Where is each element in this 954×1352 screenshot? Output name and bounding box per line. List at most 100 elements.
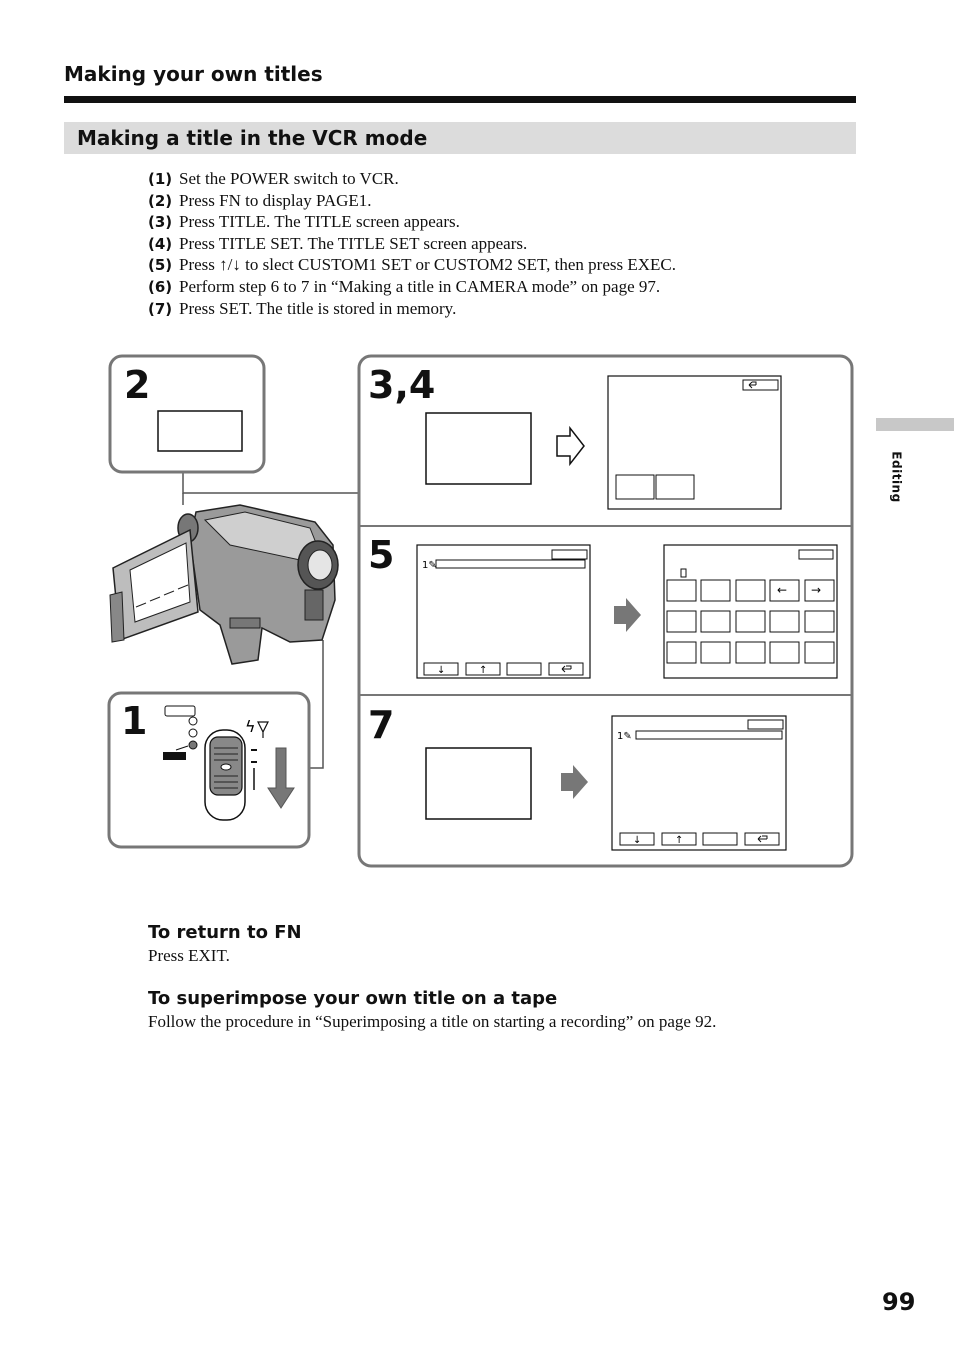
step-text: Set the POWER switch to VCR. xyxy=(179,169,399,188)
up-arrow-icon: ↑ xyxy=(479,665,487,676)
subsection-band xyxy=(64,122,856,154)
panel-label-2: 2 xyxy=(124,363,150,407)
set-button xyxy=(506,662,542,676)
step-item: (4) Press TITLE SET. The TITLE SET screen… xyxy=(148,233,676,255)
title-pen-icon: 1✎ xyxy=(617,731,632,742)
filled-arrow-icon xyxy=(561,765,588,799)
power-label-box xyxy=(164,705,196,717)
exec-button xyxy=(747,719,784,730)
step-list: (1) Set the POWER switch to VCR. (2) Press… xyxy=(148,168,676,319)
char-key xyxy=(700,610,731,633)
up-arrow-icon: ↑ xyxy=(675,835,683,846)
char-key xyxy=(666,610,697,633)
return-icon xyxy=(561,665,572,673)
up-button xyxy=(661,832,697,846)
step-text: Press TITLE SET. The TITLE SET screen ap… xyxy=(179,233,528,253)
lcd-screen-blank xyxy=(425,747,532,820)
char-key xyxy=(700,641,731,664)
title-rule xyxy=(64,96,856,103)
cursor-right-key xyxy=(804,579,835,602)
step-text: Press FN to display PAGE1. xyxy=(179,190,372,210)
return-button xyxy=(548,662,584,676)
custom2-button xyxy=(655,474,695,500)
step-item: (5)Press ↑/↓ to slect CUSTOM1 SET or CUS… xyxy=(148,254,676,276)
down-button xyxy=(423,662,459,676)
custom1-button xyxy=(615,474,655,500)
step-item: (3) Press TITLE. The TITLE screen appears… xyxy=(148,211,676,233)
step-number: (4) xyxy=(148,234,173,253)
memory-icon xyxy=(257,721,269,738)
set-button xyxy=(702,832,738,846)
title-input-bar xyxy=(635,730,783,740)
panel-step-2: 2 xyxy=(108,354,266,474)
connector-lines xyxy=(182,472,359,769)
left-arrow-icon: ← xyxy=(777,583,787,597)
step-item: (1) Set the POWER switch to VCR. xyxy=(148,168,676,190)
char-key xyxy=(769,610,800,633)
character-select-screen xyxy=(663,544,838,679)
side-tab-label: Editing xyxy=(889,451,904,503)
step-number: (5) xyxy=(148,256,173,275)
page-number: 99 xyxy=(882,1288,916,1316)
return-button xyxy=(744,832,780,846)
subsection-title: Making a title in the VCR mode xyxy=(77,126,428,150)
step-item: (7) Press SET. The title is stored in mem… xyxy=(148,298,676,320)
step-number: (2) xyxy=(148,191,173,210)
power-switch-knob xyxy=(209,736,243,796)
title-edit-screen xyxy=(416,544,591,679)
step-text: to slect CUSTOM1 SET or CUSTOM2 SET, the… xyxy=(240,255,676,275)
step-text: Press SET. The title is stored in memory… xyxy=(179,298,457,318)
vcr-indicator xyxy=(163,752,186,760)
char-key xyxy=(735,579,766,602)
character-grid xyxy=(666,579,835,664)
char-key xyxy=(735,610,766,633)
step-text: Press xyxy=(179,255,220,275)
down-button xyxy=(619,832,655,846)
step-text: Press TITLE. The TITLE screen appears. xyxy=(179,212,460,232)
power-switch-body xyxy=(204,729,246,821)
step-text: Perform step 6 to 7 in “Making a title i… xyxy=(179,276,661,296)
title-edit-screen xyxy=(611,715,787,851)
return-button xyxy=(742,379,779,391)
step-number: (3) xyxy=(148,213,173,232)
step-item: (6) Perform step 6 to 7 in “Making a titl… xyxy=(148,276,676,298)
char-key xyxy=(804,610,835,633)
char-key xyxy=(769,641,800,664)
panel-label-3-4: 3,4 xyxy=(368,363,435,407)
panel-label-7: 7 xyxy=(368,703,394,747)
right-arrow-icon: → xyxy=(811,583,821,597)
char-key xyxy=(700,579,731,602)
down-arrow-icon: ↓ xyxy=(633,835,641,846)
exec-button xyxy=(798,549,834,560)
char-key xyxy=(666,641,697,664)
step-number: (7) xyxy=(148,299,173,318)
char-key xyxy=(804,641,835,664)
panel-label-5: 5 xyxy=(368,533,394,577)
step-number: (1) xyxy=(148,170,173,188)
section-title: Making your own titles xyxy=(64,62,323,86)
return-icon xyxy=(757,835,768,843)
title-set-screen xyxy=(607,375,782,510)
return-to-fn-body: Press EXIT. xyxy=(148,946,230,965)
filled-arrow-icon xyxy=(614,598,641,632)
cursor-marker xyxy=(680,568,687,578)
cursor-left-key xyxy=(769,579,800,602)
title-input-bar xyxy=(435,559,586,569)
title-pen-icon: 1✎ xyxy=(422,560,437,571)
camcorder-illustration xyxy=(109,504,339,665)
char-key xyxy=(735,641,766,664)
step-number: (6) xyxy=(148,277,173,296)
lightning-icon: ϟ xyxy=(245,717,256,736)
outline-arrow-icon xyxy=(556,425,585,467)
step-item: (2) Press FN to display PAGE1. xyxy=(148,190,676,212)
side-tab-marker xyxy=(876,418,954,431)
exec-button xyxy=(551,549,588,560)
return-to-fn-heading: To return to FN xyxy=(148,922,302,943)
up-button xyxy=(465,662,501,676)
return-icon xyxy=(748,381,757,389)
panel-steps-3-to-7: 3,4 5 1✎ ↓ ↑ xyxy=(357,354,854,868)
down-arrow-icon: ↓ xyxy=(437,665,445,676)
char-key xyxy=(666,579,697,602)
superimpose-heading: To superimpose your own title on a tape xyxy=(148,988,558,1009)
fn-button xyxy=(157,410,243,452)
